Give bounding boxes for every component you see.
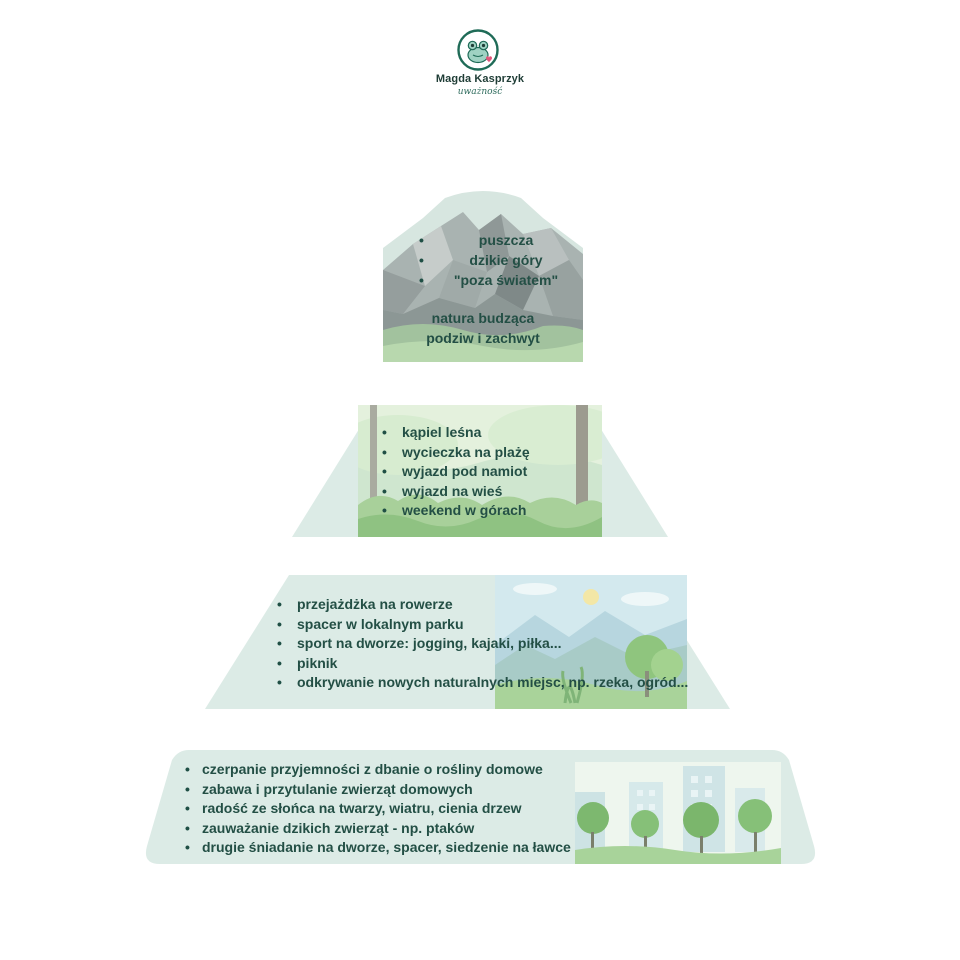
pyramid-tier-4: czerpanie przyjemności z dbanie o roślin… (143, 750, 818, 864)
tier-3-item: przejażdżka na rowerze (277, 595, 688, 615)
city-park-illustration (575, 762, 781, 864)
tier-4-item: czerpanie przyjemności z dbanie o roślin… (185, 760, 571, 780)
tier-2-item: kąpiel leśna (382, 423, 530, 443)
tier-4-item: drugie śniadanie na dworze, spacer, sied… (185, 838, 571, 858)
pyramid-tier-3: przejażdżka na rowerze spacer w lokalnym… (205, 575, 730, 709)
tier-4-item: zabawa i przytulanie zwierząt domowych (185, 780, 571, 800)
tier-3-item: spacer w lokalnym parku (277, 615, 688, 635)
tier-2-item: wycieczka na plażę (382, 443, 530, 463)
brand-logo: Magda Kasprzyk uważność (380, 24, 580, 104)
tier-3-item: piknik (277, 654, 688, 674)
tier-1-item: dzikie góry (411, 250, 581, 270)
brand-tagline: uważność (457, 87, 503, 97)
tier-4-item: zauważanie dzikich zwierząt - np. ptaków (185, 819, 571, 839)
tier-2-item: wyjazd na wieś (382, 482, 530, 502)
tier-1-item: puszcza (411, 230, 581, 250)
tier-2-list: kąpiel leśna wycieczka na plażę wyjazd p… (382, 423, 530, 521)
tier-2-item: weekend w górach (382, 501, 530, 521)
tier-3-item: odkrywanie nowych naturalnych miejsc, np… (277, 673, 688, 693)
frog-logo-icon (457, 29, 499, 71)
tier-2-item: wyjazd pod namiot (382, 462, 530, 482)
tier-4-item: radość ze słońca na twarzy, wiatru, cien… (185, 799, 571, 819)
tier-1-item: "poza światem" (411, 270, 581, 290)
tier-1-note: natura budząca podziw i zachwyt (383, 308, 583, 348)
tier-1-note-line: natura budząca (431, 310, 535, 326)
tier-3-list: przejażdżka na rowerze spacer w lokalnym… (277, 595, 688, 693)
tier-4-list: czerpanie przyjemności z dbanie o roślin… (185, 760, 571, 858)
tier-1-list: puszcza dzikie góry "poza światem" (411, 230, 581, 290)
brand-name: Magda Kasprzyk (435, 73, 525, 85)
pyramid-tier-1: puszcza dzikie góry "poza światem" natur… (383, 190, 583, 362)
tier-1-note-line: podziw i zachwyt (426, 330, 540, 346)
pyramid-tier-2: kąpiel leśna wycieczka na plażę wyjazd p… (292, 405, 668, 537)
tier-3-item: sport na dworze: jogging, kajaki, piłka.… (277, 634, 688, 654)
